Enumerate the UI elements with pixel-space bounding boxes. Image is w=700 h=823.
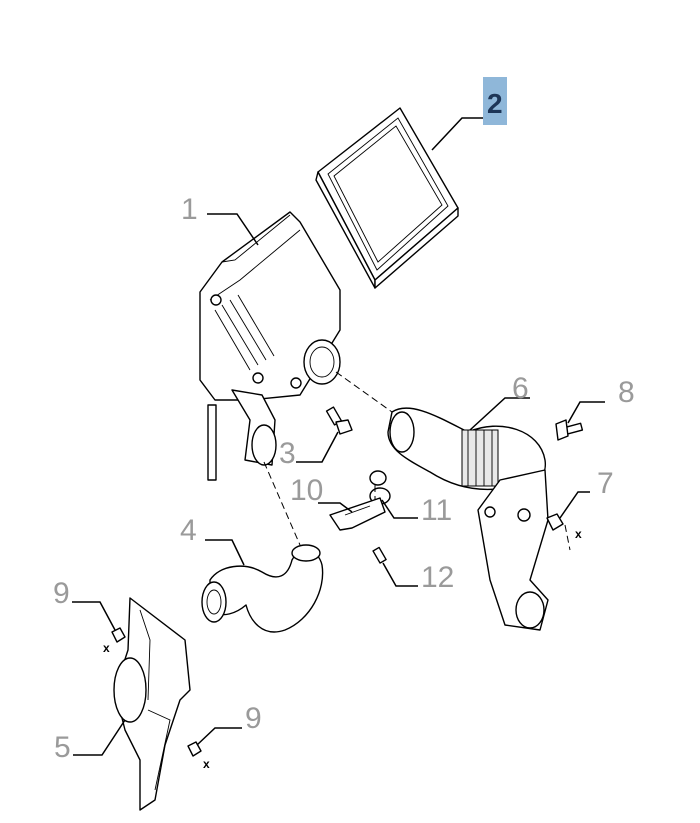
leader-lines [72,117,605,756]
part-bracket-10[interactable] [329,497,386,531]
callout-9-upper: 9 [53,577,70,610]
callout-9-lower: 9 [245,702,262,735]
part-screw-3[interactable] [325,406,353,435]
callout-3: 3 [279,437,296,470]
part-screw-12[interactable] [372,546,387,564]
callout-8: 8 [618,376,635,409]
part-nut-9b[interactable]: x [187,741,210,771]
callout-5: 5 [54,731,71,764]
callout-2-highlight [483,77,507,125]
callouts: 1 2 3 4 5 6 7 8 9 9 10 11 12 [53,88,635,764]
callout-7: 7 [597,467,614,500]
callout-1: 1 [181,193,198,226]
part-bolt-8[interactable] [555,419,584,441]
part-intake-hose[interactable] [387,407,549,631]
part-air-filter[interactable] [315,107,459,289]
part-air-box[interactable] [199,211,341,481]
assembly-lines [263,371,571,551]
callout-10: 10 [290,474,323,507]
part-nut-7[interactable]: x [546,513,582,541]
callout-2: 2 [487,88,503,119]
callout-4: 4 [180,514,197,547]
x-marker-7: x [575,527,582,541]
x-marker-9b: x [203,757,210,771]
callout-12: 12 [421,561,454,594]
callout-6: 6 [512,372,529,405]
x-marker-9a: x [103,641,110,655]
part-air-inlet[interactable] [113,597,191,811]
part-intake-duct[interactable] [201,544,324,633]
part-nut-9a[interactable]: x [103,627,126,655]
callout-11: 11 [421,494,452,527]
